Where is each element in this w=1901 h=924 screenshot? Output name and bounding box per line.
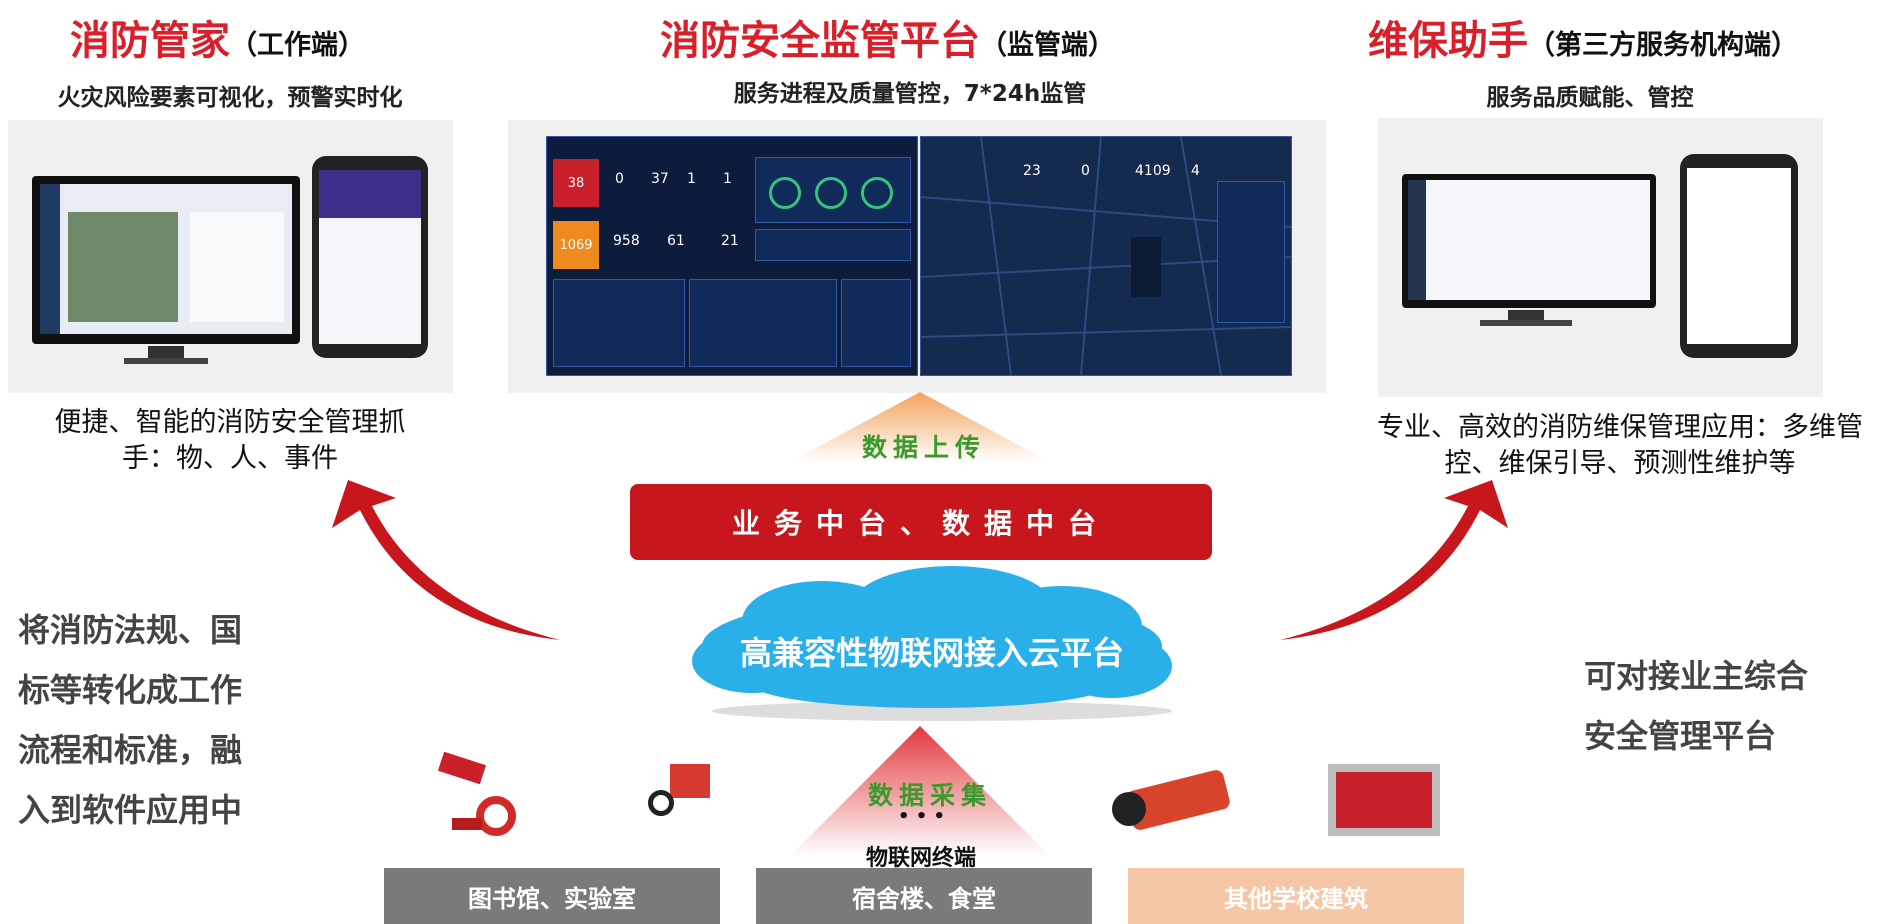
right-title-main: 维保助手 bbox=[1368, 18, 1528, 64]
map-stat: 23 bbox=[1023, 163, 1041, 179]
right-desc-line1: 专业、高效的消防维保管理应用：多维管 bbox=[1377, 412, 1863, 443]
left-description: 便捷、智能的消防安全管理抓 手：物、人、事件 bbox=[20, 405, 440, 477]
stat-tile: 1069 bbox=[553, 221, 599, 269]
right-curved-arrow bbox=[1280, 480, 1508, 640]
right-subtitle: 服务品质赋能、管控 bbox=[1486, 85, 1694, 111]
left-side-line: 入到软件应用中 bbox=[18, 791, 243, 829]
left-side-line: 将消防法规、国 bbox=[18, 611, 243, 649]
left-curved-arrow bbox=[332, 480, 560, 640]
left-device-panel bbox=[8, 120, 453, 393]
sensor-device-icon bbox=[430, 751, 534, 848]
left-subtitle: 火灾风险要素可视化，预警实时化 bbox=[57, 85, 403, 111]
dashboard-screenshot: 38 0 37 1 1 1069 958 61 21 bbox=[546, 136, 918, 376]
right-title: 维保助手（第三方服务机构端） bbox=[1368, 8, 1798, 66]
center-device-panel: 38 0 37 1 1 1069 958 61 21 23 0 4109 4 bbox=[508, 120, 1326, 393]
left-title-sub: （工作端） bbox=[230, 30, 365, 61]
left-side-line: 标等转化成工作 bbox=[18, 671, 243, 709]
monitor-image bbox=[32, 176, 300, 344]
building-box-other: 其他学校建筑 bbox=[1128, 868, 1464, 924]
detector-device-icon bbox=[1108, 768, 1232, 832]
collect-arrow bbox=[790, 726, 1050, 856]
phone-image bbox=[312, 156, 428, 358]
map-stat: 0 bbox=[1081, 163, 1090, 179]
data-upload-label: 数据上传 bbox=[862, 433, 987, 462]
right-side-text: 可对接业主综合 安全管理平台 bbox=[1584, 646, 1808, 766]
stat-value: 1 bbox=[687, 171, 696, 187]
center-title-main: 消防安全监管平台 bbox=[660, 18, 980, 64]
cloud-icon bbox=[692, 566, 1172, 721]
right-description: 专业、高效的消防维保管理应用：多维管 控、维保引导、预测性维护等 bbox=[1350, 410, 1890, 482]
map-stat: 4109 bbox=[1135, 163, 1171, 179]
left-title: 消防管家（工作端） bbox=[70, 8, 365, 66]
building-box-dorm: 宿舍楼、食堂 bbox=[756, 868, 1092, 924]
center-title-sub: （监管端） bbox=[980, 30, 1115, 61]
right-desc-line2: 控、维保引导、预测性维护等 bbox=[1444, 448, 1796, 479]
right-side-line: 可对接业主综合 bbox=[1584, 657, 1809, 695]
phone-image bbox=[1680, 154, 1798, 358]
center-subtitle: 服务进程及质量管控，7*24h监管 bbox=[733, 81, 1087, 107]
right-title-sub: （第三方服务机构端） bbox=[1528, 30, 1798, 61]
left-desc-line1: 便捷、智能的消防安全管理抓 bbox=[54, 407, 406, 438]
pressure-sensor-icon bbox=[640, 758, 720, 838]
left-side-line: 流程和标准，融 bbox=[18, 731, 243, 769]
dots-ellipsis: • • • bbox=[898, 806, 946, 827]
stat-value: 37 bbox=[651, 171, 669, 187]
upload-arrow bbox=[790, 392, 1050, 462]
control-panel-icon bbox=[1328, 764, 1440, 836]
left-desc-line2: 手：物、人、事件 bbox=[122, 443, 338, 474]
monitor-image bbox=[1402, 174, 1656, 308]
map-screenshot: 23 0 4109 4 bbox=[920, 136, 1292, 376]
middle-platform-bar: 业务中台、数据中台 bbox=[630, 484, 1212, 560]
left-title-main: 消防管家 bbox=[70, 18, 230, 64]
right-side-line: 安全管理平台 bbox=[1584, 717, 1777, 755]
stat-value: 1 bbox=[723, 171, 732, 187]
stat-value: 61 bbox=[667, 233, 685, 249]
stat-tile: 38 bbox=[553, 159, 599, 207]
stat-value: 0 bbox=[615, 171, 624, 187]
map-stat: 4 bbox=[1191, 163, 1200, 179]
stat-value: 958 bbox=[613, 233, 640, 249]
right-device-panel bbox=[1378, 118, 1823, 397]
building-box-library: 图书馆、实验室 bbox=[384, 868, 720, 924]
data-collect-label: 数据采集 bbox=[868, 781, 993, 810]
stat-value: 21 bbox=[721, 233, 739, 249]
cloud-label: 高兼容性物联网接入云平台 bbox=[739, 634, 1124, 672]
left-side-text: 将消防法规、国 标等转化成工作 流程和标准，融 入到软件应用中 bbox=[18, 600, 242, 840]
center-title: 消防安全监管平台（监管端） bbox=[660, 8, 1115, 66]
iot-terminal-label: 物联网终端 bbox=[866, 846, 977, 871]
